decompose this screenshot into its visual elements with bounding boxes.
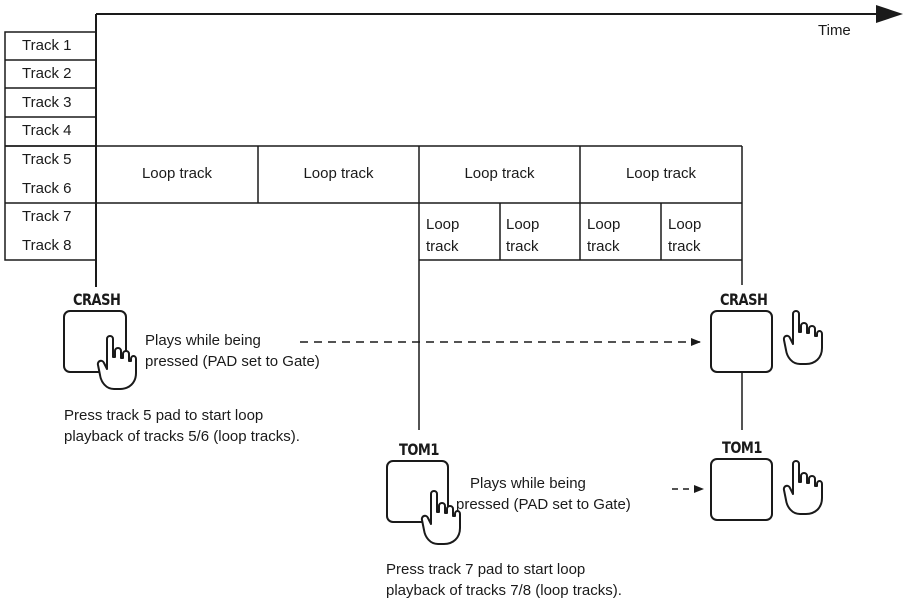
loop-track-line: Loop: [587, 216, 621, 233]
track-label: Track 2: [22, 65, 72, 82]
tom1-gate-note: Plays while being pressed (PAD set to Ga…: [456, 473, 631, 515]
loop-track-line: track: [506, 238, 539, 255]
crash-pad-right: [710, 310, 773, 373]
loop-track-line: Loop: [668, 216, 702, 233]
loop-track-label: Loop track: [587, 214, 620, 258]
loop-track-label: Loop track: [464, 165, 535, 182]
track-label: Track 7: [22, 208, 72, 225]
note-line: playback of tracks 5/6 (loop tracks).: [64, 428, 300, 445]
loop-track-line: track: [426, 238, 459, 255]
time-axis-label: Time: [818, 22, 851, 39]
track-label: Track 6: [22, 180, 72, 197]
loop-track-label: Loop track: [141, 165, 213, 182]
time-axis-arrowhead: [876, 5, 903, 23]
note-line: Plays while being: [470, 475, 586, 492]
track-label: Track 1: [22, 37, 72, 54]
track-label: Track 4: [22, 122, 72, 139]
loop-track-line: track: [668, 238, 701, 255]
note-line: Plays while being: [145, 332, 261, 349]
crash-pad-label: CRASH: [73, 291, 121, 310]
loop-track-label: Loop track: [426, 214, 459, 258]
hand-pointer-icon: [782, 310, 823, 365]
hand-pointer-icon: [96, 335, 137, 390]
loop-track-line: Loop: [506, 216, 540, 233]
hand-pointer-icon: [782, 460, 823, 515]
loop-track-line: Loop: [426, 216, 460, 233]
track-label: Track 8: [22, 237, 72, 254]
hand-pointer-icon: [420, 490, 461, 545]
track-label: Track 5: [22, 151, 72, 168]
note-line: pressed (PAD set to Gate): [145, 353, 320, 370]
note-line: playback of tracks 7/8 (loop tracks).: [386, 582, 622, 599]
loop-track-label: Loop track: [625, 165, 697, 182]
press-track5-note: Press track 5 pad to start loop playback…: [64, 405, 300, 447]
crash-gate-note: Plays while being pressed (PAD set to Ga…: [145, 330, 320, 372]
crash-pad-label: CRASH: [720, 291, 768, 310]
note-line: Press track 5 pad to start loop: [64, 407, 264, 424]
tom1-pad-label: TOM1: [722, 439, 762, 458]
loop-track-label: Loop track: [506, 214, 539, 258]
loop-track-line: track: [587, 238, 620, 255]
loop-track-label: Loop track: [303, 165, 374, 182]
loop-track-label: Loop track: [668, 214, 701, 258]
tom1-pad-label: TOM1: [399, 441, 439, 460]
note-line: Press track 7 pad to start loop: [386, 561, 586, 578]
note-line: pressed (PAD set to Gate): [456, 496, 631, 513]
track-label: Track 3: [22, 94, 72, 111]
press-track7-note: Press track 7 pad to start loop playback…: [386, 559, 622, 601]
tom1-pad-right: [710, 458, 773, 521]
loop-row-7-8: [419, 203, 743, 261]
